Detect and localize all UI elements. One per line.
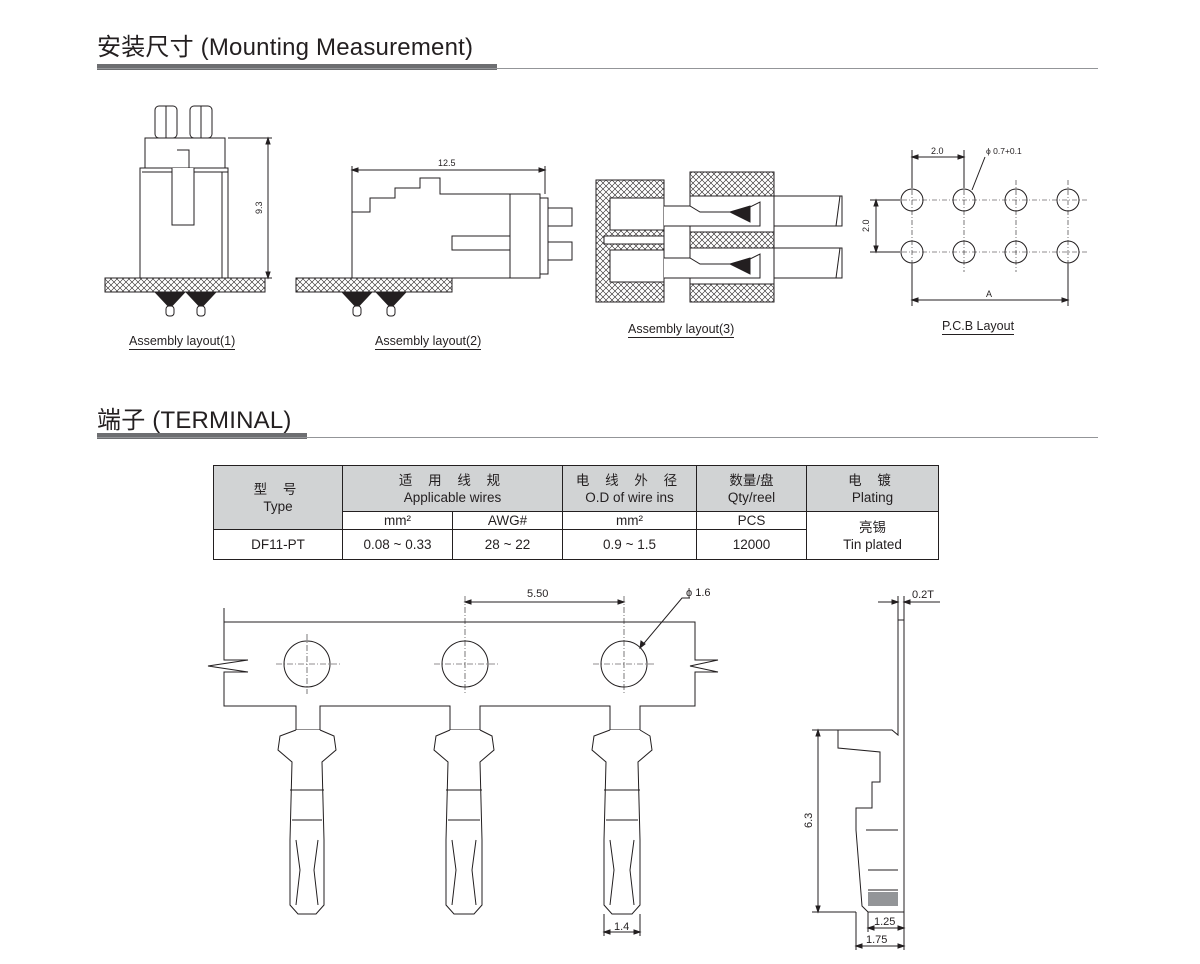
dim-width-1-4: 1.4 bbox=[614, 921, 629, 933]
dim-height-9-3: 9.3 bbox=[254, 201, 264, 214]
terminal-contact-3 bbox=[591, 729, 653, 915]
dim-width-1-25: 1.25 bbox=[874, 916, 895, 928]
caption-assembly-layout-2: Assembly layout(2) bbox=[375, 334, 482, 350]
unit-awg: AWG# bbox=[451, 511, 564, 530]
dim-width-1-75: 1.75 bbox=[866, 934, 887, 946]
dim-hole-1-6: ϕ 1.6 bbox=[686, 587, 711, 599]
terminal-contact-2 bbox=[433, 729, 495, 915]
terminal-section-divider bbox=[97, 433, 1098, 439]
dim-pcb-span-a: A bbox=[986, 289, 992, 299]
cell-od-range: 0.9 ~ 1.5 bbox=[562, 529, 698, 560]
caption-assembly-layout-3: Assembly layout(3) bbox=[628, 322, 735, 338]
terminal-strip-drawing bbox=[207, 596, 719, 936]
cell-awg-range: 28 ~ 22 bbox=[451, 529, 564, 560]
dim-pitch-5-50: 5.50 bbox=[527, 588, 548, 600]
dim-hole-diameter: ϕ 0.7+0.1 bbox=[986, 146, 1022, 156]
assembly-layout-2-drawing bbox=[295, 166, 573, 317]
cell-qty: 12000 bbox=[696, 529, 808, 560]
caption-assembly-layout-1: Assembly layout(1) bbox=[129, 334, 236, 350]
cell-mm2-range: 0.08 ~ 0.33 bbox=[342, 529, 453, 560]
unit-mm2-od: mm² bbox=[562, 511, 698, 530]
dim-pcb-pitch: 2.0 bbox=[931, 146, 944, 156]
mounting-section-divider bbox=[97, 64, 1098, 70]
caption-pcb-layout: P.C.B Layout bbox=[942, 319, 1015, 335]
dim-pcb-row-pitch: 2.0 bbox=[861, 219, 871, 232]
cell-type: DF11-PT bbox=[213, 529, 343, 560]
dim-length-12-5: 12.5 bbox=[438, 158, 456, 168]
assembly-layout-1-drawing bbox=[104, 105, 272, 317]
pcb-layout-drawing bbox=[870, 150, 1088, 306]
table-row: DF11-PT 0.08 ~ 0.33 28 ~ 22 0.9 ~ 1.5 12… bbox=[213, 529, 939, 560]
terminal-contact-1 bbox=[277, 729, 337, 915]
terminal-side-view-drawing bbox=[812, 596, 940, 950]
dim-height-6-3: 6.3 bbox=[803, 813, 815, 828]
dim-thickness-0-2t: 0.2T bbox=[912, 589, 934, 601]
assembly-layout-3-drawing bbox=[595, 171, 843, 303]
mounting-section-title: 安装尺寸 (Mounting Measurement) bbox=[97, 34, 474, 61]
terminal-section-title: 端子 (TERMINAL) bbox=[97, 407, 292, 434]
